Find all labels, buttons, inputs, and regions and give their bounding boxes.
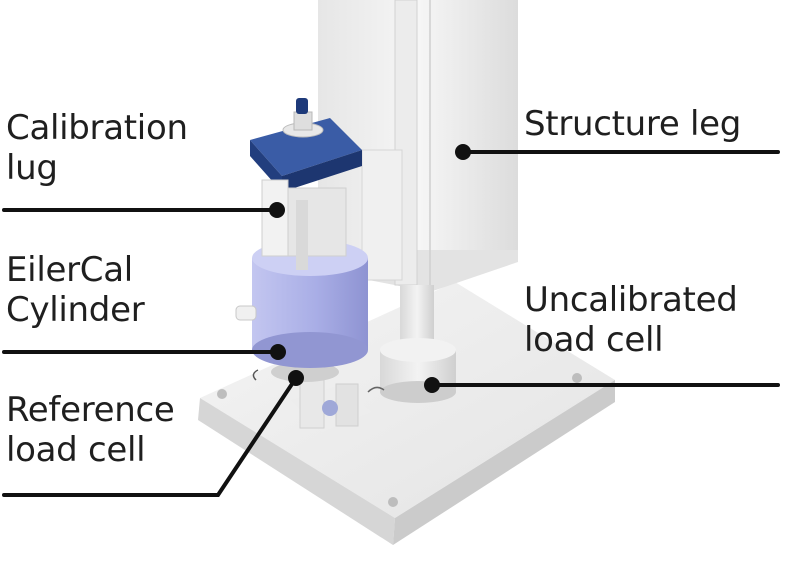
label-calibration-lug: Calibration lug	[6, 108, 188, 188]
label-structure-leg: Structure leg	[524, 104, 742, 144]
label-uncalibrated-load-cell: Uncalibrated load cell	[524, 280, 738, 360]
dot-structure-leg	[455, 144, 471, 160]
dot-uncalibrated-load-cell	[424, 377, 440, 393]
dot-eilercal-cylinder	[270, 344, 286, 360]
label-reference-load-cell: Reference load cell	[6, 390, 175, 470]
reference-load-cell	[271, 362, 372, 432]
structure-leg	[318, 0, 518, 292]
leader-reference-load-cell	[2, 376, 298, 497]
label-eilercal-cylinder: EilerCal Cylinder	[6, 250, 145, 330]
dot-reference-load-cell	[288, 370, 304, 386]
dot-calibration-lug	[269, 202, 285, 218]
leader-lines	[2, 144, 780, 497]
calibration-lug	[250, 98, 362, 270]
